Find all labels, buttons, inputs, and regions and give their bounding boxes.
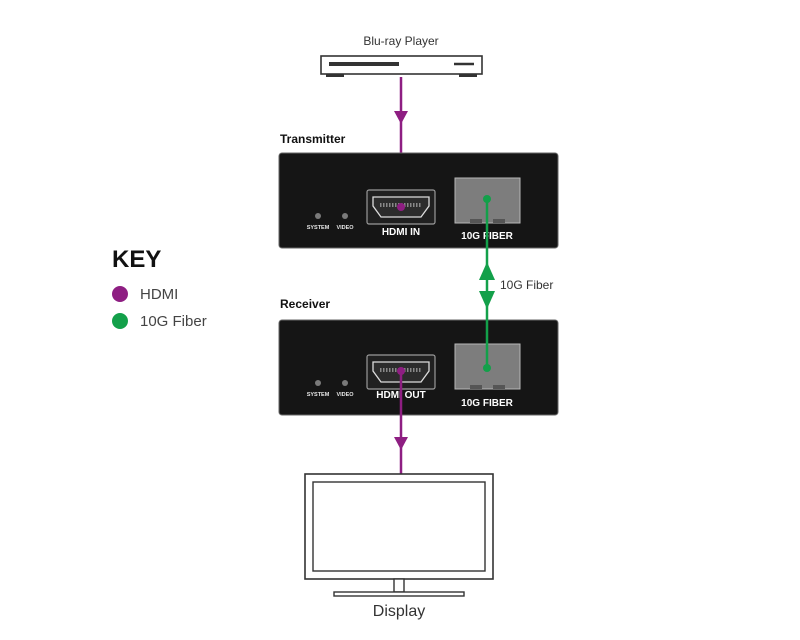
fiber-arrow-up-icon	[479, 262, 495, 280]
tx-fiber-connection-dot	[483, 195, 491, 203]
bluray-player-icon	[320, 55, 483, 77]
key-item-label: 10G Fiber	[140, 312, 207, 330]
system-led-icon	[315, 213, 321, 219]
rx-fiber-connection-dot	[483, 364, 491, 372]
display-label: Display	[373, 603, 425, 620]
system-led-icon	[315, 380, 321, 386]
transmitter-unit: SYSTEM VIDEO HDMI IN 10G FIBER	[278, 152, 559, 249]
receiver-unit: SYSTEM VIDEO HDMI OUT 10G FIBER	[278, 319, 559, 416]
video-led-icon	[342, 380, 348, 386]
system-led-label: SYSTEM	[307, 392, 330, 398]
fiber-color-dot-icon	[112, 313, 128, 329]
receiver-fiber-label: 10G FIBER	[461, 398, 513, 409]
transmitter-title: Transmitter	[280, 132, 346, 146]
hdmi-arrow-down-icon	[394, 111, 408, 124]
hdmi-arrow-down-icon	[394, 437, 408, 450]
system-led-label: SYSTEM	[307, 225, 330, 231]
video-led-label: VIDEO	[336, 225, 354, 231]
hdmi-out-connection-dot	[397, 367, 405, 375]
key-item-label: HDMI	[140, 285, 179, 303]
display-monitor-icon	[304, 473, 494, 597]
key-item-fiber: 10G Fiber	[112, 311, 207, 331]
key-item-hdmi: HDMI	[112, 284, 178, 304]
hdmi-in-connection-dot	[397, 203, 405, 211]
fiber-arrow-down-icon	[479, 291, 495, 309]
hdmi-in-label: HDMI IN	[382, 227, 420, 238]
video-led-icon	[342, 213, 348, 219]
hdmi-color-dot-icon	[112, 286, 128, 302]
key-title: KEY	[112, 246, 162, 273]
video-led-label: VIDEO	[336, 392, 354, 398]
fiber-link-label: 10G Fiber	[500, 278, 553, 292]
bluray-label: Blu-ray Player	[363, 34, 438, 48]
receiver-title: Receiver	[280, 297, 330, 311]
